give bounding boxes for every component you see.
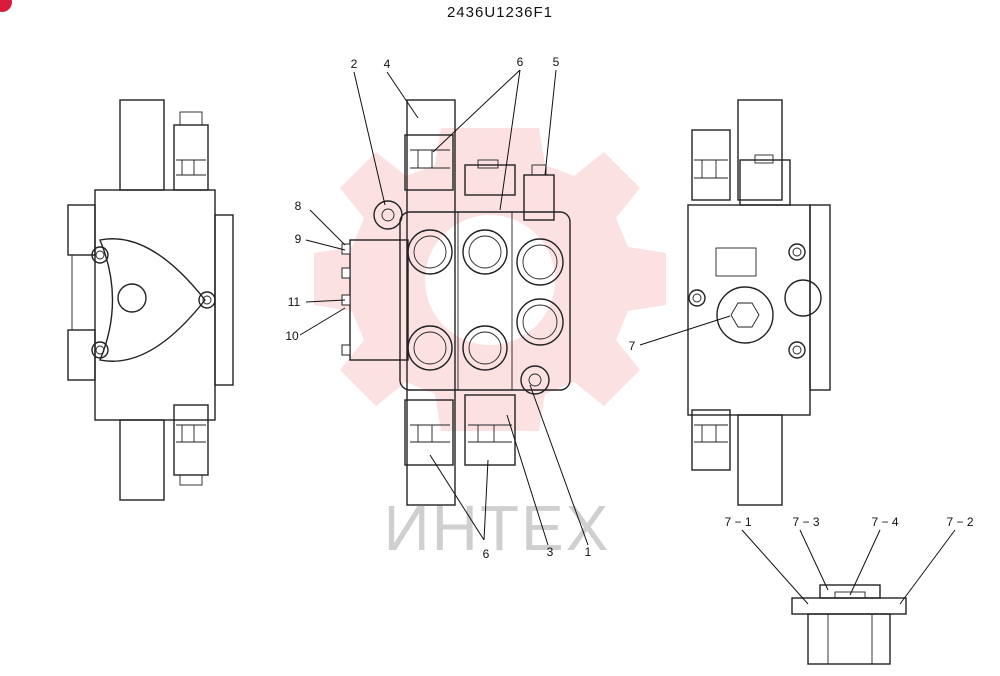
front-view [341, 99, 571, 506]
drawing-code: 2436U1236F1 [446, 4, 554, 21]
callout-1: 1 [585, 545, 592, 559]
callout-7: 7 [629, 339, 636, 353]
callout-4: 4 [384, 57, 391, 71]
left-side-view [67, 99, 234, 501]
callout-5: 5 [553, 55, 560, 69]
leader-lines [299, 69, 956, 605]
callout-10: 10 [285, 329, 299, 343]
callout-7-3: 7 − 3 [792, 515, 819, 529]
callout-6-bottom: 6 [483, 547, 490, 561]
corner-badge [0, 0, 12, 12]
watermark-logo [314, 128, 666, 431]
watermark-text: ИНТЕХ [384, 492, 611, 564]
callout-3: 3 [547, 545, 554, 559]
callout-11: 11 [288, 295, 301, 309]
callout-9: 9 [295, 232, 302, 246]
callout-6-top: 6 [517, 55, 524, 69]
detail-7-plug [791, 584, 907, 665]
callout-7-1: 7 − 1 [724, 515, 751, 529]
callout-2: 2 [351, 57, 358, 71]
callout-7-4: 7 − 4 [871, 515, 898, 529]
callout-7-2: 7 − 2 [946, 515, 973, 529]
right-side-view [687, 99, 831, 506]
callout-8: 8 [295, 199, 302, 213]
